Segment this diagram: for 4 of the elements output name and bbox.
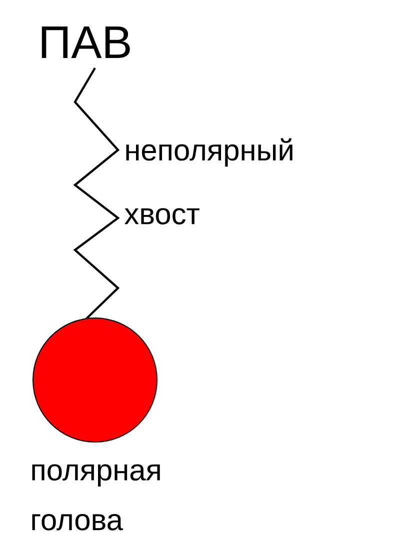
tail-label: неполярный хвост bbox=[124, 138, 292, 224]
title: ПАВ bbox=[42, 26, 130, 58]
head-circle bbox=[32, 318, 158, 442]
head-caption: полярная голова bbox=[32, 464, 160, 530]
